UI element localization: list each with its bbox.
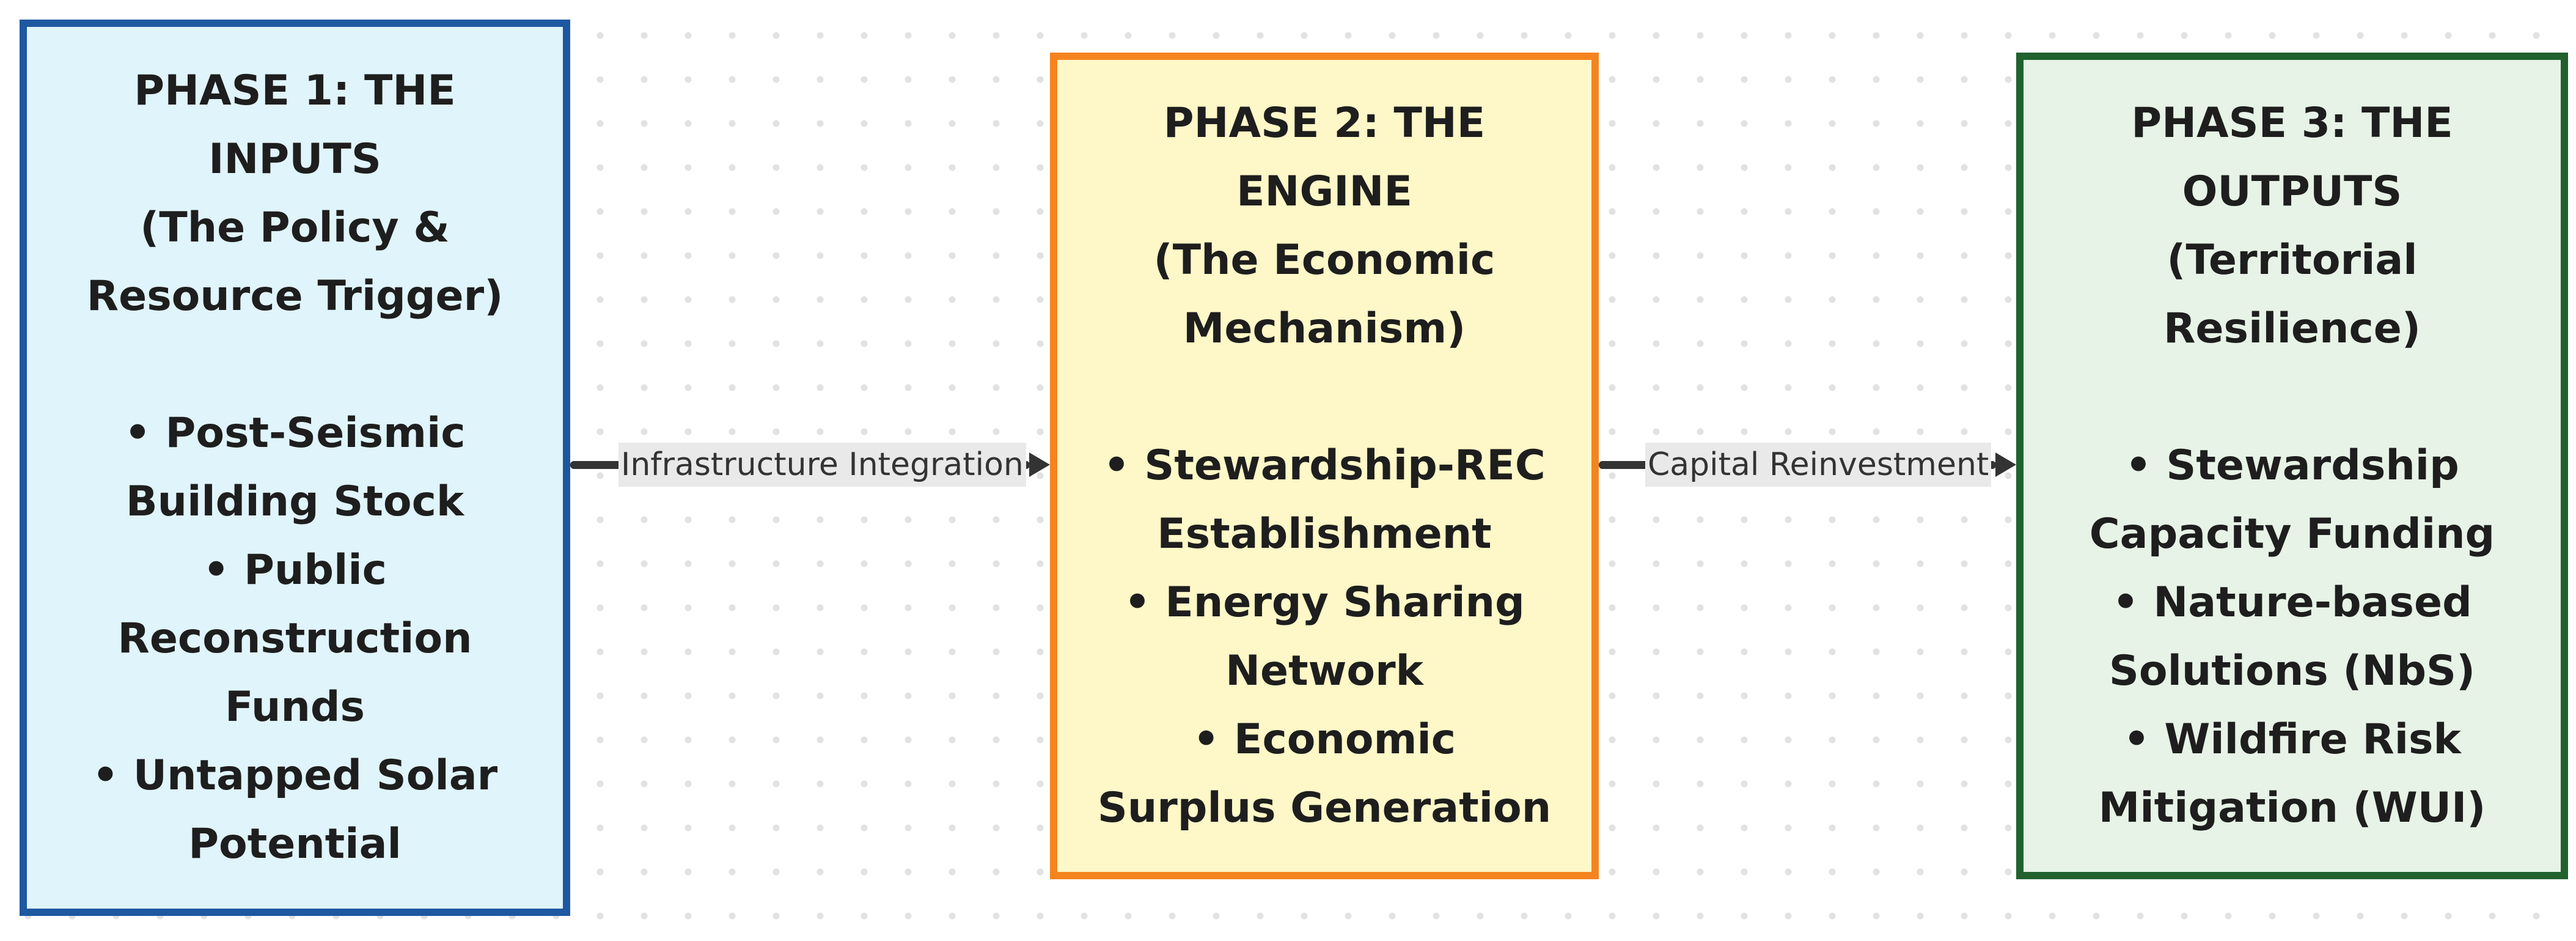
phase-1-bullet-line: • Untapped Solar [92, 751, 498, 800]
phase-3-outputs-node: PHASE 3: THE OUTPUTS (Territorial Resili… [2016, 53, 2568, 879]
phase-1-subtitle-line: Resource Trigger) [86, 272, 504, 320]
phase-2-subtitle-line: (The Economic [1153, 236, 1495, 284]
phase-1-title-line: PHASE 1: THE [134, 67, 456, 115]
phase-1-bullet-line: Reconstruction [117, 614, 472, 663]
phase-2-bullet-line: • Economic [1192, 715, 1456, 764]
phase-1-bullet-line: Funds [224, 683, 365, 731]
edge-2-label: Capital Reinvestment [1645, 443, 1992, 487]
phase-1-inputs-node: PHASE 1: THE INPUTS (The Policy & Resour… [20, 20, 570, 916]
phase-2-spacer [1082, 363, 1567, 432]
phase-2-bullet-line: Network [1225, 647, 1423, 695]
phase-1-bullet-line: • Post-Seismic [124, 409, 466, 457]
phase-2-bullet-line: • Energy Sharing [1124, 578, 1525, 627]
phase-3-subtitle-line: Resilience) [2163, 304, 2421, 353]
phase-1-spacer [51, 331, 538, 399]
phase-2-subtitle-line: Mechanism) [1183, 304, 1466, 353]
phase-3-title-line: OUTPUTS [2182, 168, 2402, 216]
phase-2-engine-node: PHASE 2: THE ENGINE (The Economic Mechan… [1050, 53, 1599, 879]
edge-1-arrowhead [1029, 452, 1050, 477]
edge-2-arrowhead [1995, 452, 2016, 477]
phase-3-bullet-line: Capacity Funding [2089, 510, 2495, 558]
phase-3-bullet-line: Solutions (NbS) [2108, 647, 2476, 695]
phase-3-title-line: PHASE 3: THE [2131, 99, 2453, 147]
phase-1-title-line: INPUTS [208, 135, 381, 183]
edge-1-label: Infrastructure Integration [618, 443, 1026, 487]
phase-3-spacer [2048, 363, 2536, 432]
phase-3-bullet-line: • Nature-based [2112, 578, 2472, 627]
phase-1-bullet-line: Potential [188, 820, 402, 868]
phase-2-title-line: PHASE 2: THE [1163, 99, 1486, 147]
phase-2-bullet-line: • Stewardship-REC [1103, 441, 1546, 490]
phase-1-subtitle-line: (The Policy & [140, 204, 450, 252]
phase-1-bullet-line: • Public [203, 546, 387, 594]
phase-2-bullet-line: Establishment [1157, 510, 1492, 558]
phase-2-bullet-line: Surplus Generation [1097, 784, 1552, 832]
phase-3-bullet-line: Mitigation (WUI) [2098, 784, 2486, 832]
phase-2-title-line: ENGINE [1236, 168, 1412, 216]
phase-3-subtitle-line: (Territorial [2167, 236, 2418, 284]
phase-3-bullet-line: • Wildfire Risk [2123, 715, 2461, 764]
phase-1-bullet-line: Building Stock [125, 478, 464, 526]
phase-3-bullet-line: • Stewardship [2125, 441, 2459, 490]
